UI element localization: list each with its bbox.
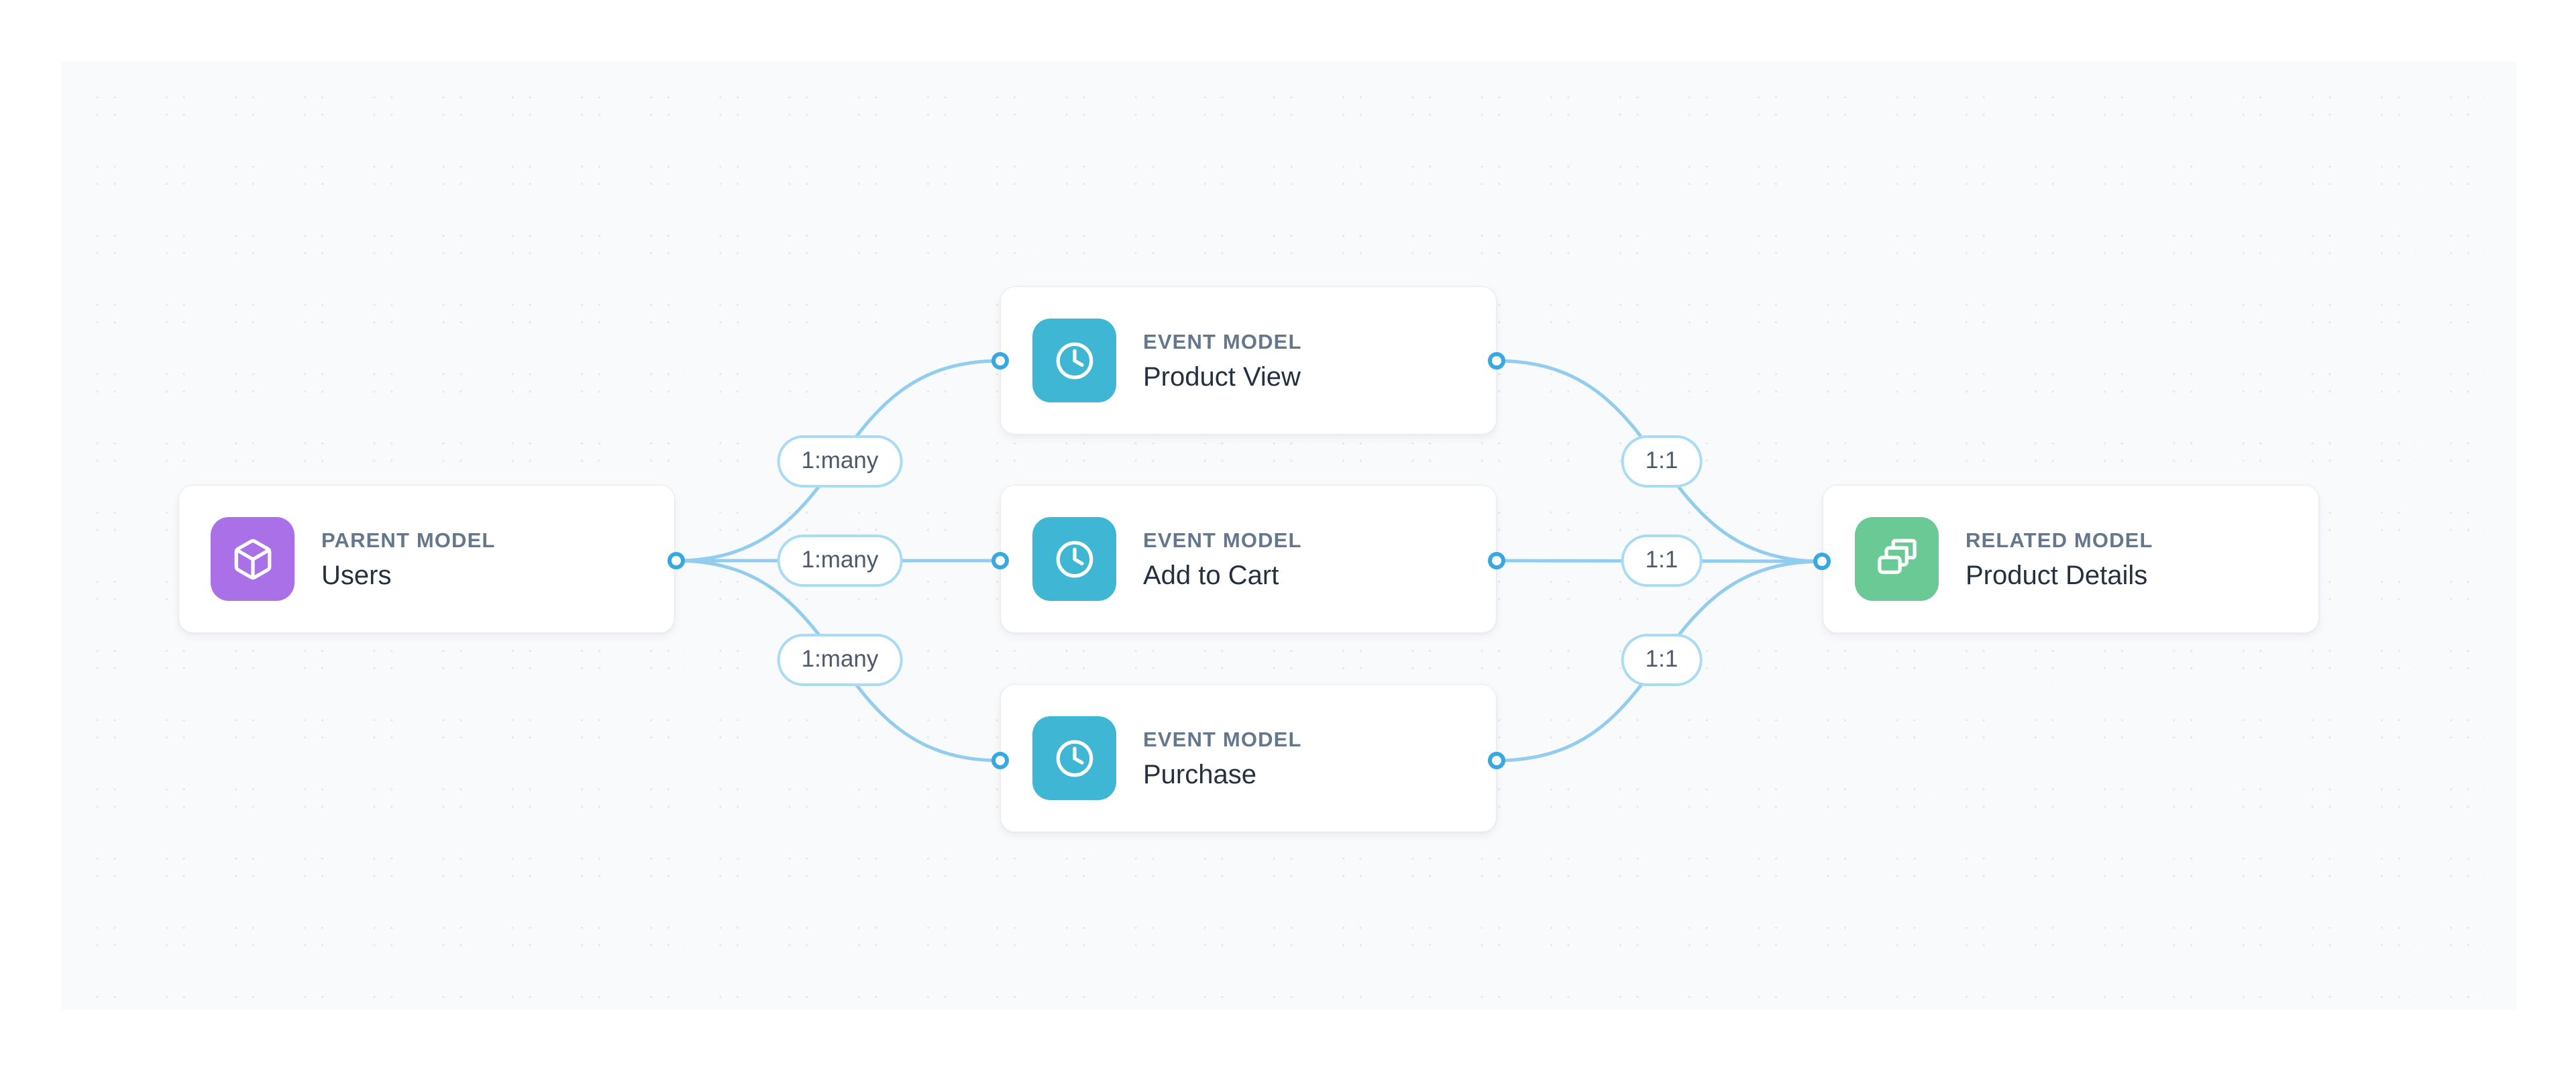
node-card-product-details[interactable]: RELATED MODEL Product Details: [1823, 485, 2319, 633]
relationship-pill-users-product-view[interactable]: 1:many: [777, 435, 903, 488]
node-kicker: EVENT MODEL: [1143, 329, 1302, 353]
relationship-pill-users-add-to-cart[interactable]: 1:many: [777, 534, 903, 587]
node-text: EVENT MODEL Add to Cart: [1143, 530, 1302, 589]
node-text: EVENT MODEL Purchase: [1143, 729, 1302, 788]
port-purchase-out[interactable]: [1488, 752, 1505, 769]
port-product-view-out[interactable]: [1488, 352, 1505, 370]
port-purchase-in[interactable]: [991, 752, 1009, 769]
port-product-details-in[interactable]: [1813, 553, 1831, 570]
port-add-to-cart-out[interactable]: [1488, 552, 1505, 569]
node-title: Users: [321, 560, 392, 590]
clock-icon: [1032, 716, 1116, 800]
node-card-purchase[interactable]: EVENT MODEL Purchase: [1000, 684, 1497, 832]
relationship-pill-users-purchase[interactable]: 1:many: [777, 634, 903, 686]
relationship-pill-purchase-details[interactable]: 1:1: [1621, 634, 1703, 686]
node-title: Add to Cart: [1143, 560, 1279, 590]
node-card-product-view[interactable]: EVENT MODEL Product View: [1000, 286, 1497, 435]
clock-icon: [1032, 517, 1116, 601]
cube-icon: [211, 517, 294, 601]
node-card-add-to-cart[interactable]: EVENT MODEL Add to Cart: [1000, 485, 1497, 633]
layers-icon: [1855, 517, 1939, 601]
clock-icon: [1032, 319, 1116, 402]
relationship-pill-product-view-details[interactable]: 1:1: [1621, 435, 1703, 488]
node-text: EVENT MODEL Product View: [1143, 331, 1302, 390]
node-text: PARENT MODEL Users: [321, 530, 496, 589]
node-title: Purchase: [1143, 759, 1256, 789]
node-kicker: EVENT MODEL: [1143, 727, 1302, 751]
port-add-to-cart-in[interactable]: [991, 552, 1009, 569]
port-product-view-in[interactable]: [991, 352, 1009, 370]
node-title: Product Details: [1966, 560, 2148, 590]
node-title: Product View: [1143, 361, 1301, 392]
node-kicker: RELATED MODEL: [1966, 528, 2153, 552]
node-card-users[interactable]: PARENT MODEL Users: [178, 485, 675, 633]
node-text: RELATED MODEL Product Details: [1966, 530, 2153, 589]
node-kicker: EVENT MODEL: [1143, 528, 1302, 552]
relationship-pill-add-to-cart-details[interactable]: 1:1: [1621, 534, 1703, 587]
node-kicker: PARENT MODEL: [321, 528, 496, 552]
port-users-out[interactable]: [667, 552, 685, 569]
